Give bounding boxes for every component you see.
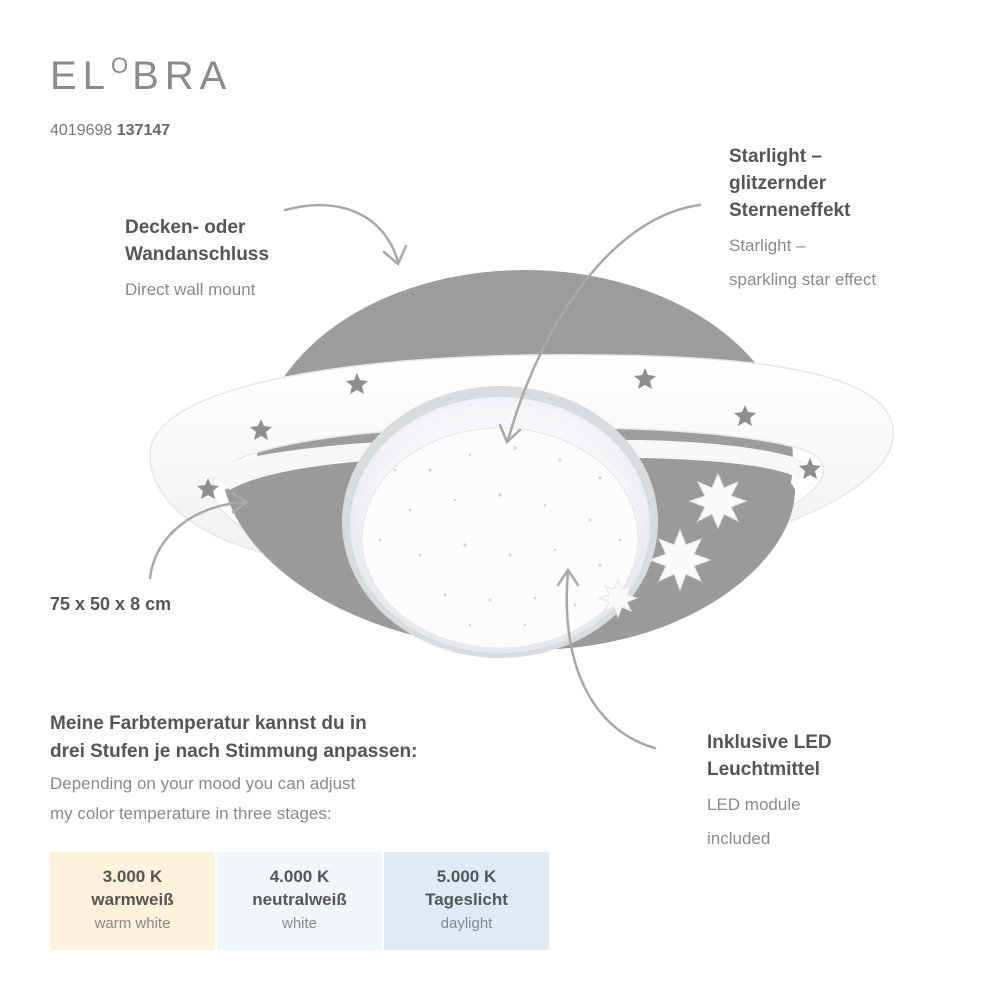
led-subtitle-line1: LED module <box>707 795 801 814</box>
color-temperature-text: Meine Farbtemperatur kannst du in drei S… <box>50 710 417 826</box>
mount-title-line2: Wandanschluss <box>125 244 269 265</box>
mount-title-line1: Decken- oder <box>125 217 246 238</box>
arrow-size <box>148 500 247 580</box>
annotation-led: Inklusive LED Leuchtmittel LED module in… <box>707 729 832 851</box>
swatch-name-en: daylight <box>440 915 493 932</box>
swatch-name-de: Tageslicht <box>425 890 508 909</box>
swatch-kelvin: 3.000 K <box>102 867 163 886</box>
led-title-line1: Inklusive LED <box>707 732 832 753</box>
color-text-en-line1: Depending on your mood you can adjust <box>50 774 356 793</box>
annotation-mount: Decken- oder Wandanschluss Direct wall m… <box>125 214 269 302</box>
arrow-mount <box>283 203 400 264</box>
article-number: 4019698 137147 <box>50 122 170 140</box>
swatch-warm-white: 3.000 K warmweiß warm white <box>50 852 215 950</box>
color-text-de-line2: drei Stufen je nach Stimmung anpassen: <box>50 741 418 762</box>
logo-text-o: O <box>110 53 133 78</box>
swatch-name-en: white <box>281 915 318 932</box>
arrow-starlight-head <box>498 423 522 445</box>
arrow-starlight <box>506 203 702 442</box>
ring-front-band <box>205 440 810 490</box>
logo-text-right: BRA <box>132 54 233 98</box>
white-stars <box>597 472 748 619</box>
sparkle-dots <box>378 446 622 627</box>
color-text-en-line2: my color temperature in three stages: <box>50 804 332 823</box>
arrow-led <box>565 570 657 750</box>
annotation-starlight: Starlight – glitzernder Sterneneffekt St… <box>729 143 876 292</box>
arrow-mount-head <box>382 244 408 267</box>
starlight-title-line2: glitzernder <box>729 173 827 194</box>
annotation-arrows <box>148 203 702 750</box>
swatch-neutral-white: 4.000 K neutralweiß white <box>215 852 384 950</box>
arrow-size-head <box>230 491 250 514</box>
logo-text-left: EL <box>50 54 111 98</box>
swatch-kelvin: 5.000 K <box>436 867 497 886</box>
swatch-name-en: warm white <box>94 915 171 932</box>
dimensions-label: 75 x 50 x 8 cm <box>50 594 172 614</box>
brand-logo: ELOBRA <box>50 53 233 98</box>
starlight-title-line3: Sterneneffekt <box>729 200 851 221</box>
starlight-subtitle-line1: Starlight – <box>729 236 806 255</box>
mount-subtitle: Direct wall mount <box>125 280 256 299</box>
led-title-line2: Leuchtmittel <box>707 759 820 780</box>
arrow-led-head <box>556 567 580 587</box>
ring-stars <box>197 368 821 499</box>
color-text-de-line1: Meine Farbtemperatur kannst du in <box>50 713 367 734</box>
color-stage-swatches: 3.000 K warmweiß warm white 4.000 K neut… <box>50 852 549 950</box>
starlight-title-line1: Starlight – <box>729 146 822 167</box>
swatch-name-de: neutralweiß <box>252 890 347 909</box>
swatch-name-de: warmweiß <box>91 890 174 909</box>
article-code: 137147 <box>116 122 171 139</box>
led-subtitle-line2: included <box>707 829 771 848</box>
article-prefix: 4019698 <box>50 122 113 139</box>
starlight-subtitle-line2: sparkling star effect <box>729 270 877 289</box>
swatch-daylight: 5.000 K Tageslicht daylight <box>384 852 549 950</box>
swatch-kelvin: 4.000 K <box>269 867 330 886</box>
diffuser-inner <box>361 427 639 649</box>
